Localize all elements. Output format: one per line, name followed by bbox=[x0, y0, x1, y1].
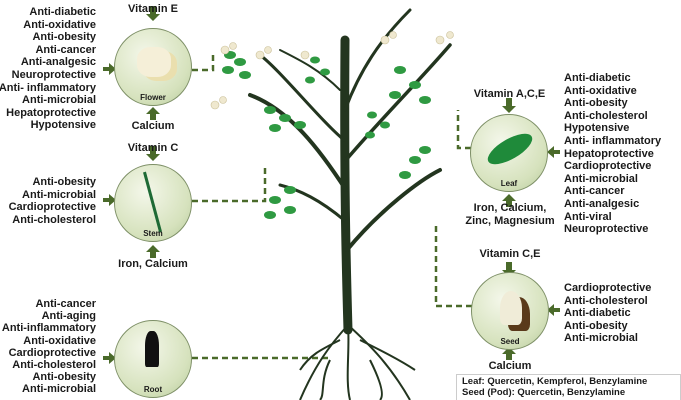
effect: Hypotensive bbox=[564, 122, 630, 135]
effect: Anti-microbial bbox=[22, 383, 96, 396]
effect: Neuroprotective bbox=[564, 223, 649, 236]
effect: Anti-cholesterol bbox=[12, 213, 96, 226]
seed-mineral: Calcium bbox=[488, 360, 532, 372]
effect: Hepatoprotective bbox=[6, 106, 96, 119]
effect: Neuroprotective bbox=[11, 68, 96, 81]
effect: Anti-diabetic bbox=[564, 307, 631, 320]
flower-image bbox=[137, 47, 171, 77]
compounds-legend: Leaf: Quercetin, Kempferol, Benzylamine … bbox=[456, 374, 681, 400]
effect: Anti-aging bbox=[41, 310, 96, 323]
effect: Anti-cholesterol bbox=[564, 294, 648, 307]
flower-clusters bbox=[210, 31, 454, 110]
leaf-mineral-line: Zinc, Magnesium bbox=[465, 215, 555, 227]
seed-image bbox=[500, 291, 522, 325]
stem-label: Stem bbox=[143, 229, 163, 238]
flower-label: Flower bbox=[140, 93, 166, 102]
effect: Anti-diabetic bbox=[564, 72, 631, 84]
root-label: Root bbox=[143, 385, 163, 394]
effect: Anti-obesity bbox=[32, 371, 96, 384]
flower-vitamin: Vitamin E bbox=[128, 3, 178, 15]
effect: Cardioprotective bbox=[8, 346, 96, 359]
legend-line: Leaf: Quercetin, Kempferol, Benzylamine bbox=[462, 376, 648, 387]
seed-label: Seed bbox=[500, 337, 520, 346]
root-image bbox=[145, 331, 159, 367]
dashed-connectors bbox=[192, 55, 472, 360]
leaf-vitamin: Vitamin A,C,E bbox=[473, 88, 546, 100]
effect: Anti-oxidative bbox=[564, 84, 637, 97]
effect: Anti-cholesterol bbox=[12, 359, 96, 372]
seed-vitamin: Vitamin C,E bbox=[479, 248, 541, 260]
seed-circle: Seed bbox=[471, 272, 549, 350]
effect: Anti-diabetic bbox=[29, 6, 96, 18]
flower-mineral: Calcium bbox=[131, 120, 175, 132]
effect: Anti- inflammatory bbox=[0, 81, 96, 94]
stem-circle: Stem bbox=[114, 164, 192, 242]
effect: Anti-microbial bbox=[22, 94, 96, 107]
effect: Anti-microbial bbox=[564, 172, 638, 185]
effect: Cardioprotective bbox=[564, 282, 652, 294]
plant-trunk bbox=[248, 8, 452, 335]
stem-vitamin: Vitamin C bbox=[127, 142, 179, 154]
effect: Anti-analgesic bbox=[564, 197, 640, 210]
effect: Anti- inflammatory bbox=[564, 134, 662, 147]
effect: Anti-cholesterol bbox=[564, 109, 648, 122]
legend-line: Seed (Pod): Quercetin, Benzylamine bbox=[462, 387, 626, 398]
flower-circle: Flower bbox=[114, 28, 192, 106]
effect: Anti-viral bbox=[564, 210, 612, 223]
effect: Anti-microbial bbox=[22, 188, 96, 201]
effect: Anti-oxidative bbox=[23, 18, 96, 31]
leaf-label: Leaf bbox=[500, 179, 518, 188]
effect: Anti-cancer bbox=[564, 185, 625, 198]
effect: Anti-inflammatory bbox=[1, 322, 96, 335]
leaflets bbox=[222, 51, 431, 219]
effect: Anti-oxidative bbox=[23, 334, 96, 347]
stem-mineral: Iron, Calcium bbox=[118, 258, 188, 270]
effect: Anti-obesity bbox=[32, 31, 96, 44]
effect: Anti-obesity bbox=[32, 176, 96, 188]
effect: Anti-microbial bbox=[564, 332, 638, 345]
root-circle: Root bbox=[114, 320, 192, 398]
effect: Hepatoprotective bbox=[564, 147, 654, 160]
effect: Cardioprotective bbox=[8, 201, 96, 214]
effect: Anti-analgesic bbox=[20, 56, 96, 69]
leaf-circle: Leaf bbox=[470, 114, 548, 192]
effect: Hypotensive bbox=[30, 119, 96, 132]
leaf-minerals: Iron, Calcium, Zinc, Magnesium bbox=[455, 202, 565, 228]
effect: Cardioprotective bbox=[564, 160, 652, 173]
roots bbox=[299, 324, 416, 400]
effect: Anti-cancer bbox=[35, 43, 96, 56]
leaf-image bbox=[483, 127, 537, 171]
leaf-mineral-line: Iron, Calcium, bbox=[473, 202, 547, 214]
effect: Anti-obesity bbox=[564, 97, 628, 110]
stem-image bbox=[143, 171, 162, 233]
effect: Anti-cancer bbox=[35, 298, 96, 310]
effect: Anti-obesity bbox=[564, 319, 628, 332]
